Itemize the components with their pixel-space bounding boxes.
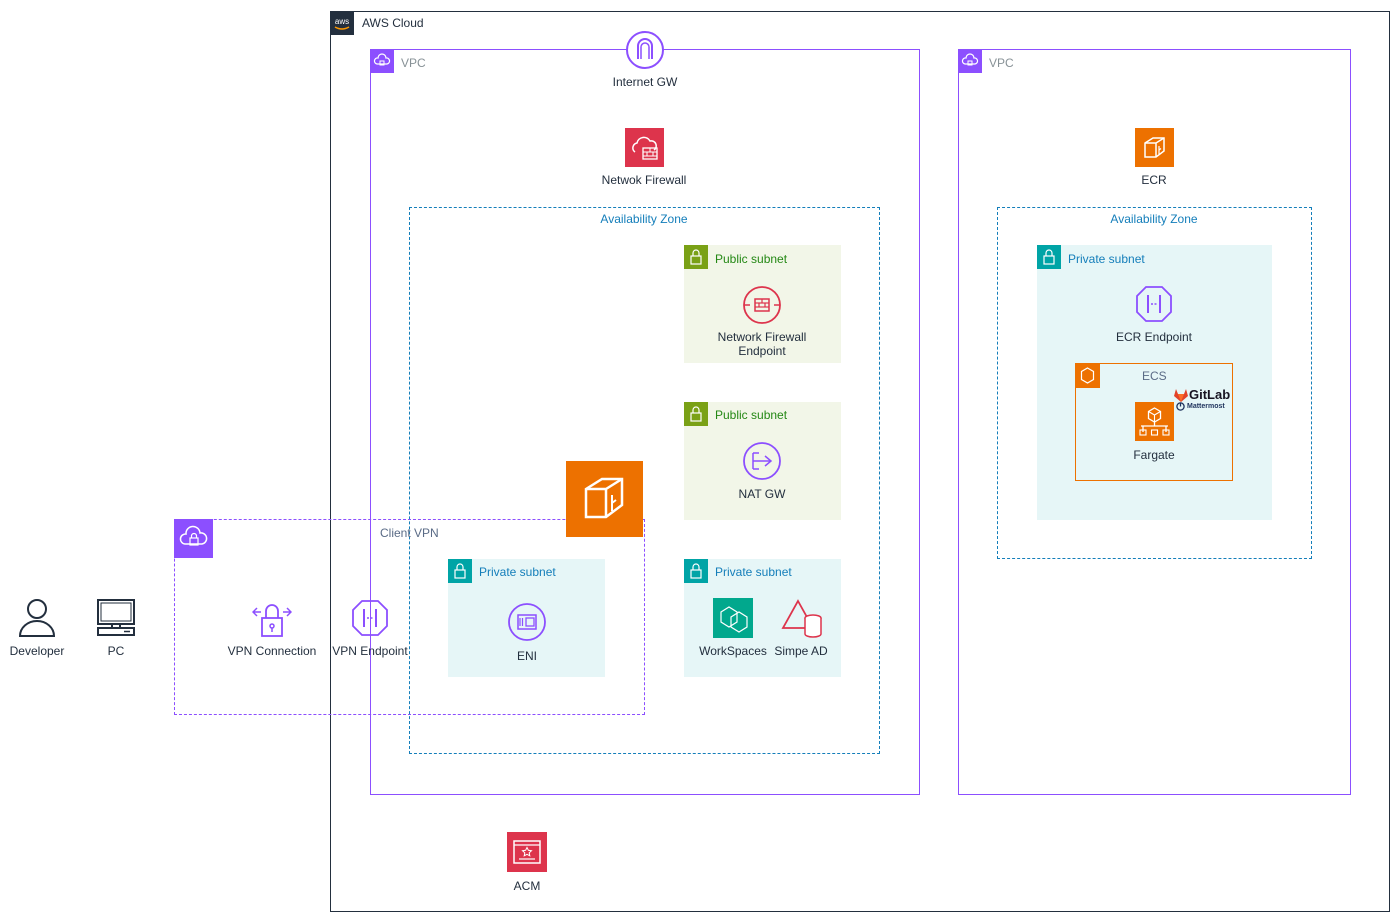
vpc-left-icon bbox=[370, 49, 394, 73]
public-subnet-2-lock-icon bbox=[684, 402, 708, 426]
ecr-endpoint-icon bbox=[1134, 284, 1174, 324]
nfw-endpoint-label-line1: Network Firewall bbox=[717, 330, 807, 344]
developer-label: Developer bbox=[9, 644, 65, 658]
large-ec2-container-icon bbox=[566, 461, 643, 537]
internet-gw-label: Internet GW bbox=[612, 75, 678, 89]
pc-computer-icon bbox=[96, 598, 136, 638]
acm-certificate-icon bbox=[507, 832, 547, 872]
ecr-icon bbox=[1135, 128, 1174, 167]
private-subnet-eni-lock-icon bbox=[448, 559, 472, 583]
ecs-title: ECS bbox=[1142, 369, 1167, 383]
simple-ad-label: Simpe AD bbox=[774, 644, 828, 658]
vpn-endpoint-label: VPN Endpoint bbox=[332, 644, 408, 658]
aws-logo-icon: aws bbox=[330, 11, 354, 35]
nat-gw-label: NAT GW bbox=[738, 487, 786, 501]
private-subnet-right-title: Private subnet bbox=[1068, 252, 1145, 266]
pc-label: PC bbox=[107, 644, 125, 658]
network-firewall-endpoint-icon bbox=[742, 285, 782, 325]
vpc-right-title: VPC bbox=[989, 56, 1014, 70]
aws-cloud-title: AWS Cloud bbox=[362, 16, 424, 30]
aws-cloud-group bbox=[330, 11, 1390, 912]
private-subnet-right-lock-icon bbox=[1037, 245, 1061, 269]
vpn-connection-label: VPN Connection bbox=[227, 644, 317, 658]
availability-zone-left-title: Availability Zone bbox=[600, 212, 688, 226]
nat-gateway-icon bbox=[742, 441, 782, 481]
developer-user-icon bbox=[18, 598, 56, 638]
network-firewall-icon bbox=[625, 128, 664, 167]
eni-label: ENI bbox=[516, 649, 537, 663]
public-subnet-2-title: Public subnet bbox=[715, 408, 788, 422]
network-firewall-label: Netwok Firewall bbox=[601, 173, 687, 187]
nfw-endpoint-label-line2: Endpoint bbox=[738, 344, 786, 358]
public-subnet-1-lock-icon bbox=[684, 245, 708, 269]
aws-logo-text: aws bbox=[335, 17, 349, 26]
vpn-connection-icon bbox=[252, 598, 292, 638]
gitlab-label: GitLab bbox=[1189, 387, 1231, 402]
public-subnet-1-title: Public subnet bbox=[715, 252, 788, 266]
internet-gateway-icon bbox=[625, 30, 665, 70]
ecs-icon bbox=[1075, 363, 1100, 388]
acm-label: ACM bbox=[513, 879, 541, 893]
vpc-right-group bbox=[958, 49, 1351, 795]
private-subnet-ws-lock-icon bbox=[684, 559, 708, 583]
availability-zone-left bbox=[409, 207, 880, 754]
ecr-endpoint-label: ECR Endpoint bbox=[1115, 330, 1193, 344]
fargate-icon bbox=[1135, 402, 1174, 441]
client-vpn-icon bbox=[174, 519, 213, 558]
public-subnet-1 bbox=[684, 245, 841, 363]
workspaces-label: WorkSpaces bbox=[699, 644, 767, 658]
simple-ad-icon bbox=[780, 598, 824, 638]
availability-zone-right bbox=[997, 207, 1312, 559]
mattermost-logo-icon bbox=[1176, 402, 1185, 411]
ecs-group bbox=[1075, 363, 1233, 481]
private-subnet-eni-title: Private subnet bbox=[479, 565, 556, 579]
fargate-label: Fargate bbox=[1133, 448, 1175, 462]
eni-icon bbox=[507, 602, 547, 642]
gitlab-logo-icon bbox=[1173, 388, 1189, 402]
vpc-left-title: VPC bbox=[401, 56, 426, 70]
client-vpn-title: Client VPN bbox=[380, 526, 439, 540]
mattermost-label: Mattermost bbox=[1187, 403, 1225, 410]
ecr-label: ECR bbox=[1141, 173, 1167, 187]
vpc-right-icon bbox=[958, 49, 982, 73]
client-vpn-group bbox=[174, 519, 645, 715]
workspaces-icon bbox=[713, 598, 753, 638]
private-subnet-ws-title: Private subnet bbox=[715, 565, 792, 579]
availability-zone-right-title: Availability Zone bbox=[1110, 212, 1198, 226]
vpn-endpoint-icon bbox=[350, 598, 390, 638]
